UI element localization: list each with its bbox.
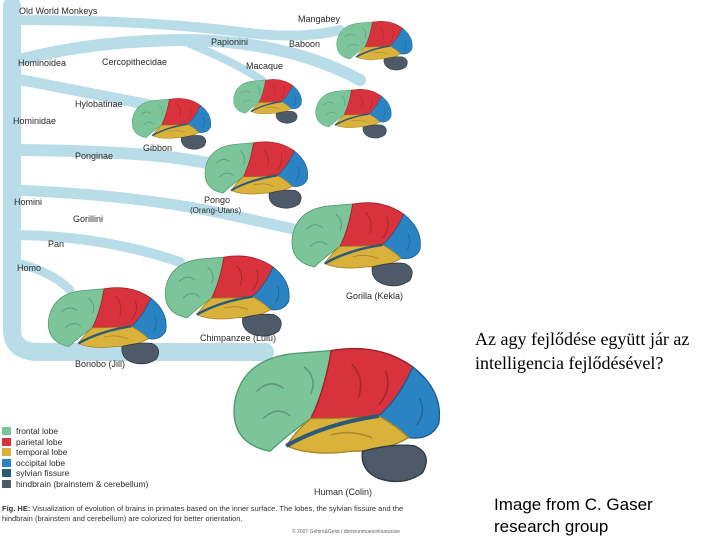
- legend-swatch: [2, 469, 11, 477]
- label-chimpanzee: Chimpanzee (Lulu): [200, 333, 276, 343]
- label-gibbon: Gibbon: [143, 143, 172, 153]
- label-ponginae: Ponginae: [75, 151, 113, 161]
- caption-lead: Fig. HE:: [2, 504, 30, 513]
- label-hylobatinae: Hylobatinae: [75, 99, 123, 109]
- label-pongo: Pongo: [204, 195, 230, 205]
- label-human: Human (Colin): [314, 487, 372, 497]
- legend-item: parietal lobe: [2, 437, 202, 448]
- legend-swatch: [2, 480, 11, 488]
- label-macaque: Macaque: [246, 61, 283, 71]
- legend-item: temporal lobe: [2, 447, 202, 458]
- legend-item: sylvian fissure: [2, 468, 202, 479]
- label-old-world-monkeys: Old World Monkeys: [19, 6, 97, 16]
- legend-label: hindbrain (brainstem & cerebellum): [16, 479, 148, 489]
- branch-to-chimpanzee: [12, 235, 180, 262]
- legend-label: sylvian fissure: [16, 468, 69, 478]
- brain-baboon: [316, 89, 392, 138]
- legend-item: hindbrain (brainstem & cerebellum): [2, 479, 202, 490]
- brain-macaque: [234, 79, 302, 123]
- label-pan: Pan: [48, 239, 64, 249]
- brain-gibbon: [132, 98, 211, 149]
- label-orang-utans: (Orang-Utans): [190, 206, 241, 216]
- legend-label: temporal lobe: [16, 447, 68, 457]
- label-mangabey: Mangabey: [298, 14, 340, 24]
- legend-swatch: [2, 427, 11, 435]
- label-homo: Homo: [17, 263, 41, 273]
- branch-to-pongo: [12, 150, 230, 168]
- label-cercopithecidae: Cercopithecidae: [102, 57, 167, 67]
- brain-human: [234, 349, 439, 482]
- legend-swatch: [2, 448, 11, 456]
- legend-label: occipital lobe: [16, 458, 65, 468]
- label-hominidae: Hominidae: [13, 116, 56, 126]
- brain-gorilla: [292, 203, 420, 286]
- slide-question: Az agy fejlődése együtt jár az intellige…: [475, 327, 695, 375]
- legend-swatch: [2, 459, 11, 467]
- legend-swatch: [2, 438, 11, 446]
- brain-chimpanzee: [165, 256, 289, 336]
- brain-mangabey: [337, 21, 413, 70]
- branch-to-mangabey: [12, 20, 340, 36]
- figure-caption: Fig. HE: Visualization of evolution of b…: [2, 504, 422, 524]
- label-hominoidea: Hominoidea: [18, 58, 66, 68]
- label-homini: Homini: [14, 197, 42, 207]
- legend-item: occipital lobe: [2, 458, 202, 469]
- legend-label: frontal lobe: [16, 426, 58, 436]
- label-baboon: Baboon: [289, 39, 320, 49]
- legend-item: frontal lobe: [2, 426, 202, 437]
- label-bonobo: Bonobo (Jill): [75, 359, 125, 369]
- image-credit: Image from C. Gaser research group: [494, 494, 714, 538]
- label-papionini: Papionini: [211, 37, 248, 47]
- legend-label: parietal lobe: [16, 437, 62, 447]
- label-gorilla: Gorilla (Kekla): [346, 291, 403, 301]
- caption-text: Visualization of evolution of brains in …: [2, 504, 403, 523]
- copyright-note: © 2007 Gehirn&Geist / dbmnunmueninkiunss…: [292, 529, 400, 535]
- label-gorillini: Gorillini: [73, 214, 103, 224]
